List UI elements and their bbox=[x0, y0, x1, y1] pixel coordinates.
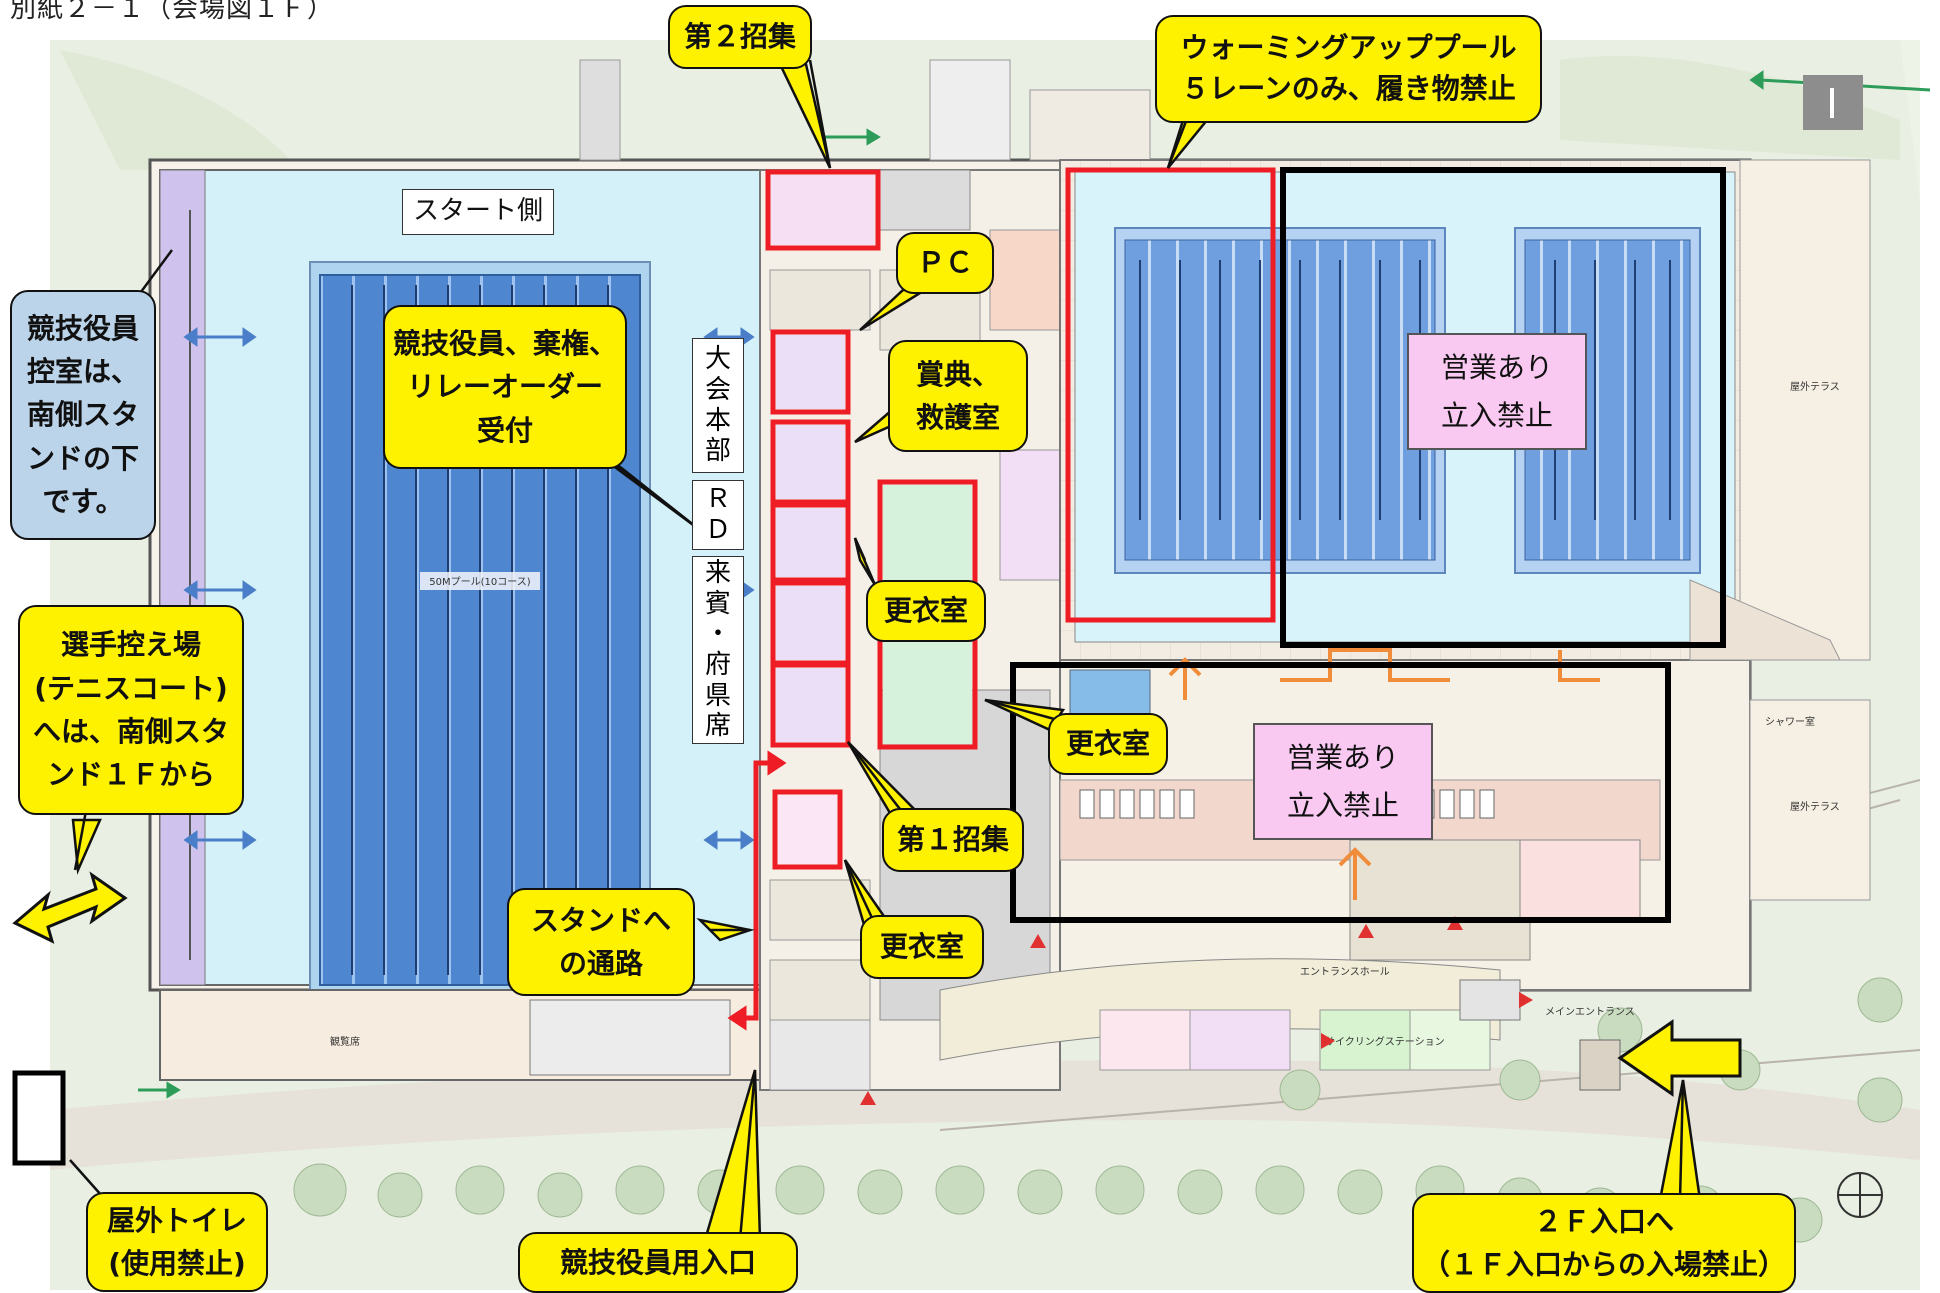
callout-awards-first-aid: 賞典、 救護室 bbox=[888, 340, 1028, 452]
restricted-zones bbox=[1010, 167, 1726, 923]
callout-changing-room-3: 更衣室 bbox=[860, 915, 984, 979]
restricted-zone-pools bbox=[1280, 167, 1726, 648]
callout-call-2: 第２招集 bbox=[668, 5, 812, 69]
guests-char-3: ・ bbox=[704, 619, 731, 650]
hq-char-3: 本 bbox=[704, 405, 731, 436]
entrance-zone: エントランスホール メインエントランス サイクリングステーション bbox=[860, 916, 1635, 1105]
rd-char-2: Ｄ bbox=[704, 515, 731, 545]
restricted-zone-lockers bbox=[1010, 662, 1671, 923]
rd-char-1: Ｒ bbox=[704, 484, 731, 515]
callout-call-1: 第１招集 bbox=[882, 808, 1024, 872]
closed-area-label-1: 営業あり 立入禁止 bbox=[1407, 333, 1587, 450]
svg-text:観覧席: 観覧席 bbox=[330, 1035, 360, 1048]
closed-area-label-2: 営業あり 立入禁止 bbox=[1253, 723, 1433, 840]
guests-label: 来 賓 ・ 府 県 席 bbox=[692, 556, 744, 744]
callout-pc: ＰＣ bbox=[896, 232, 994, 294]
hq-char-1: 大 bbox=[704, 344, 731, 375]
hq-char-4: 部 bbox=[704, 436, 731, 467]
sheet-title: 別紙２－１（会場図１Ｆ） bbox=[10, 0, 335, 24]
callout-athlete-waiting: 選手控え場 (テニスコート) へは、南側スタ ンド１Ｆから bbox=[18, 605, 244, 815]
guests-char-2: 賓 bbox=[704, 588, 731, 619]
leisure-area: 屋外テラス 屋外テラス シャワー室 bbox=[1059, 159, 1871, 991]
callout-reception: 競技役員、棄権、 リレーオーダー 受付 bbox=[383, 305, 627, 469]
route-to-stands bbox=[727, 750, 787, 1031]
double-arrow-west bbox=[12, 871, 128, 944]
callout-changing-room-1: 更衣室 bbox=[866, 580, 986, 642]
rd-label: Ｒ Ｄ bbox=[692, 480, 744, 550]
start-side-label: スタート側 bbox=[402, 189, 554, 235]
guests-char-6: 席 bbox=[704, 711, 731, 742]
yellow-arrows bbox=[12, 871, 1742, 1097]
callout-warmup-pool: ウォーミングアッププール ５レーンのみ、履き物禁止 bbox=[1155, 15, 1542, 123]
hq-char-2: 会 bbox=[704, 374, 731, 405]
svg-text:屋外テラス: 屋外テラス bbox=[1790, 381, 1840, 393]
callout-changing-room-2: 更衣室 bbox=[1048, 713, 1168, 775]
main-entrance-label: メインエントランス bbox=[1545, 1006, 1635, 1018]
callout-officials-entrance: 競技役員用入口 bbox=[518, 1232, 798, 1293]
svg-text:屋外テラス: 屋外テラス bbox=[1790, 801, 1840, 813]
svg-text:シャワー室: シャワー室 bbox=[1765, 715, 1815, 728]
outdoor-toilet-marker bbox=[12, 1070, 66, 1166]
north-marker bbox=[1803, 75, 1883, 1218]
cycling-station-label: サイクリングステーション bbox=[1325, 1035, 1445, 1048]
arrow-to-2f bbox=[1617, 1019, 1742, 1097]
callout-officials-room: 競技役員 控室は、 南側スタ ンドの下 です。 bbox=[10, 290, 156, 540]
guests-char-1: 来 bbox=[704, 557, 731, 588]
callout-to-stands: スタンドへ の通路 bbox=[507, 888, 695, 996]
callout-outdoor-toilet: 屋外トイレ (使用禁止) bbox=[86, 1192, 268, 1292]
guests-char-4: 府 bbox=[704, 650, 731, 680]
entrance-hall-label: エントランスホール bbox=[1300, 966, 1390, 978]
callout-to-2f-entrance: ２Ｆ入口へ （１Ｆ入口からの入場禁止） bbox=[1412, 1193, 1796, 1293]
pool-50m-label: 50Mプール(10コース) bbox=[429, 576, 530, 588]
guests-char-5: 県 bbox=[704, 680, 731, 711]
hq-label: 大 会 本 部 bbox=[692, 338, 744, 473]
